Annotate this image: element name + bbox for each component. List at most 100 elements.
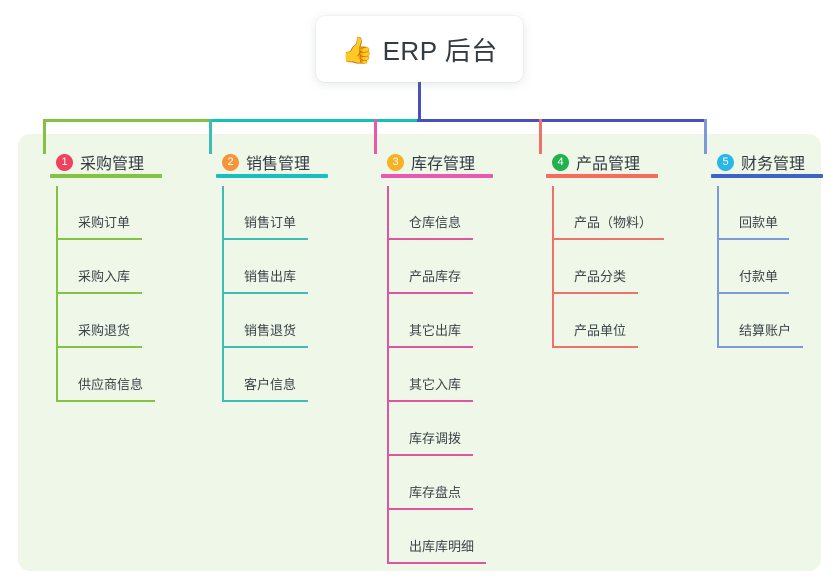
list-item[interactable]: 销售订单 [222, 186, 310, 240]
column-title-5: 财务管理 [741, 156, 806, 173]
list-item-label: 产品库存 [409, 269, 462, 284]
diagram-panel-background [18, 134, 821, 571]
column-index-badge-3: 3 [387, 153, 404, 171]
bus-segment-2 [210, 119, 419, 122]
list-item[interactable]: 产品库存 [387, 240, 475, 294]
list-item-rule [56, 292, 142, 294]
column-items-3: 仓库信息产品库存其它出库其它入库库存调拨库存盘点出库库明细 [387, 186, 486, 564]
column-stub-4 [539, 119, 542, 154]
list-item-label: 其它入库 [409, 377, 462, 392]
list-item-label: 采购退货 [78, 323, 131, 338]
column-header-5[interactable]: 5 财务管理 [697, 150, 805, 174]
list-item[interactable]: 销售退货 [222, 294, 310, 348]
column-items-2: 销售订单销售出库销售退货客户信息 [222, 186, 310, 402]
list-item[interactable]: 产品（物料） [552, 186, 664, 240]
bus-segment-1 [44, 119, 210, 122]
list-item-label: 客户信息 [244, 377, 297, 392]
list-item[interactable]: 产品单位 [552, 294, 640, 348]
list-item-label: 回款单 [739, 215, 779, 230]
list-item[interactable]: 采购订单 [56, 186, 144, 240]
list-item-label: 库存调拨 [409, 431, 462, 446]
list-item-rule [387, 292, 473, 294]
column-title-4: 产品管理 [576, 156, 641, 173]
list-item-rule [552, 238, 664, 240]
list-item[interactable]: 其它出库 [387, 294, 475, 348]
list-item-rule [552, 292, 638, 294]
column-items-1: 采购订单采购入库采购退货供应商信息 [56, 186, 155, 402]
list-item-rule [222, 346, 308, 348]
list-item-label: 销售退货 [244, 323, 297, 338]
column-header-rule-2 [216, 174, 328, 178]
list-item[interactable]: 销售出库 [222, 240, 310, 294]
list-item[interactable]: 产品分类 [552, 240, 640, 294]
column-title-2: 销售管理 [246, 156, 311, 173]
list-item-rule [56, 400, 155, 402]
list-item-label: 付款单 [739, 269, 779, 284]
list-item-rule [56, 346, 142, 348]
root-node-title: ERP 后台 [382, 35, 498, 66]
list-item[interactable]: 付款单 [717, 240, 805, 294]
list-item-label: 产品（物料） [574, 215, 653, 230]
list-item[interactable]: 库存调拨 [387, 402, 475, 456]
list-item-label: 库存盘点 [409, 485, 462, 500]
list-item-rule [222, 238, 308, 240]
column-产品管理: 4 产品管理产品（物料） 产品分类产品单位 [532, 150, 664, 348]
column-header-rule-1 [50, 174, 162, 178]
column-header-rule-5 [711, 174, 823, 178]
list-item[interactable]: 客户信息 [222, 348, 310, 402]
list-item-rule [222, 400, 308, 402]
column-header-2[interactable]: 2 销售管理 [202, 150, 310, 174]
column-spine-5 [717, 186, 719, 348]
list-item[interactable]: 供应商信息 [56, 348, 155, 402]
column-index-badge-2: 2 [222, 153, 239, 171]
list-item[interactable]: 仓库信息 [387, 186, 475, 240]
list-item-rule [387, 508, 473, 510]
list-item-label: 采购订单 [78, 215, 131, 230]
column-header-rule-4 [546, 174, 658, 178]
list-item[interactable]: 库存盘点 [387, 456, 475, 510]
thumbs-up-icon: 👍 [341, 35, 374, 65]
list-item-rule [387, 346, 473, 348]
list-item-rule [387, 562, 486, 564]
column-spine-2 [222, 186, 224, 402]
list-item[interactable]: 采购退货 [56, 294, 144, 348]
column-财务管理: 5 财务管理回款单付款单结算账户 [697, 150, 823, 348]
column-stub-3 [374, 119, 377, 154]
list-item-rule [552, 346, 638, 348]
list-item-rule [387, 238, 473, 240]
column-index-badge-5: 5 [717, 153, 734, 171]
list-item-label: 仓库信息 [409, 215, 462, 230]
column-header-rule-3 [381, 174, 493, 178]
column-stub-5 [704, 119, 707, 154]
list-item-label: 产品单位 [574, 323, 627, 338]
trunk-connector [418, 82, 421, 122]
column-title-1: 采购管理 [80, 156, 145, 173]
list-item[interactable]: 出库库明细 [387, 510, 486, 564]
column-items-5: 回款单付款单结算账户 [717, 186, 805, 348]
column-销售管理: 2 销售管理销售订单销售出库销售退货客户信息 [202, 150, 328, 402]
list-item[interactable]: 结算账户 [717, 294, 805, 348]
list-item-rule [717, 346, 803, 348]
column-header-4[interactable]: 4 产品管理 [532, 150, 640, 174]
list-item[interactable]: 回款单 [717, 186, 805, 240]
list-item[interactable]: 采购入库 [56, 240, 144, 294]
list-item-label: 供应商信息 [78, 377, 144, 392]
list-item[interactable]: 其它入库 [387, 348, 475, 402]
root-node[interactable]: 👍 ERP 后台 [316, 16, 523, 82]
column-items-4: 产品（物料） 产品分类产品单位 [552, 186, 664, 348]
column-spine-3 [387, 186, 389, 564]
list-item-label: 其它出库 [409, 323, 462, 338]
list-item-label: 销售订单 [244, 215, 297, 230]
column-index-badge-4: 4 [552, 153, 569, 171]
list-item-rule [717, 238, 789, 240]
list-item-rule [222, 292, 308, 294]
column-stub-1 [43, 119, 46, 154]
list-item-label: 出库库明细 [409, 539, 475, 554]
list-item-rule [387, 454, 473, 456]
list-item-label: 销售出库 [244, 269, 297, 284]
